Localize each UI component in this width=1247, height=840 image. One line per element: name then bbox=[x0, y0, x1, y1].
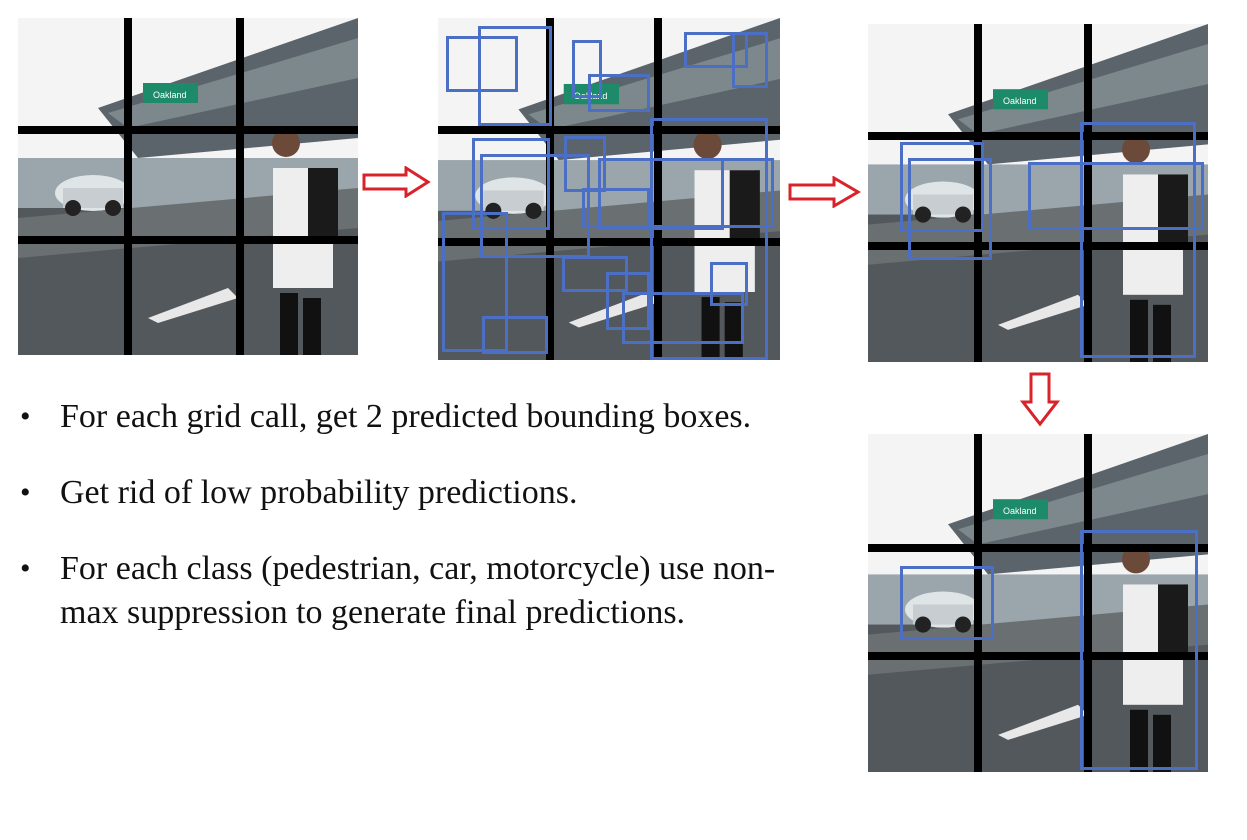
bullet-text: Get rid of low probability predictions. bbox=[60, 474, 578, 511]
input-grid-panel: Oakland bbox=[18, 18, 358, 355]
bounding-box bbox=[732, 32, 768, 88]
bounding-box bbox=[582, 188, 650, 228]
bounding-box bbox=[900, 142, 984, 232]
bounding-box bbox=[478, 26, 552, 126]
bounding-box bbox=[1028, 162, 1204, 230]
down-arrow-icon bbox=[1020, 372, 1060, 427]
bounding-box bbox=[572, 40, 602, 98]
bullet-marker: • bbox=[20, 476, 31, 509]
bullet-item: • Get rid of low probability predictions… bbox=[20, 471, 820, 515]
bullet-text: For each grid call, get 2 predicted boun… bbox=[60, 398, 752, 435]
bullet-marker: • bbox=[20, 400, 31, 433]
bounding-box bbox=[622, 292, 744, 344]
bounding-box bbox=[650, 158, 774, 228]
bullet-item: • For each class (pedestrian, car, motor… bbox=[20, 547, 820, 635]
bounding-box bbox=[710, 262, 748, 306]
bounding-box bbox=[472, 138, 550, 230]
right-arrow-icon bbox=[788, 176, 861, 208]
bounding-box bbox=[684, 32, 748, 68]
pedestrian-bounding-box bbox=[1080, 530, 1198, 770]
road-sign-text: Oakland bbox=[1003, 506, 1036, 516]
street-scene-image: Oakland bbox=[18, 18, 358, 355]
bounding-box bbox=[606, 272, 650, 330]
final-predictions-panel: Oakland bbox=[868, 434, 1208, 772]
all-predictions-panel: Oakland bbox=[438, 18, 780, 360]
bounding-box bbox=[480, 154, 590, 258]
filtered-predictions-panel: Oakland bbox=[868, 24, 1208, 362]
right-arrow-icon bbox=[362, 166, 431, 198]
bounding-box bbox=[908, 158, 992, 260]
car-bounding-box bbox=[900, 566, 994, 640]
bullet-text: For each class (pedestrian, car, motorcy… bbox=[60, 550, 776, 631]
bounding-box bbox=[442, 212, 508, 352]
bounding-box bbox=[446, 36, 518, 92]
bullet-item: • For each grid call, get 2 predicted bo… bbox=[20, 395, 820, 439]
bounding-box bbox=[482, 316, 548, 354]
bounding-box bbox=[1080, 122, 1196, 358]
bullet-marker: • bbox=[20, 552, 31, 585]
bounding-box bbox=[588, 74, 650, 112]
explanation-bullet-list: • For each grid call, get 2 predicted bo… bbox=[20, 395, 820, 667]
street-scene-image: Oakland bbox=[868, 24, 1208, 362]
road-sign-text: Oakland bbox=[1003, 96, 1036, 106]
bounding-box bbox=[650, 118, 768, 360]
street-scene-image: Oakland bbox=[868, 434, 1208, 772]
road-sign-text: Oakland bbox=[153, 90, 187, 100]
